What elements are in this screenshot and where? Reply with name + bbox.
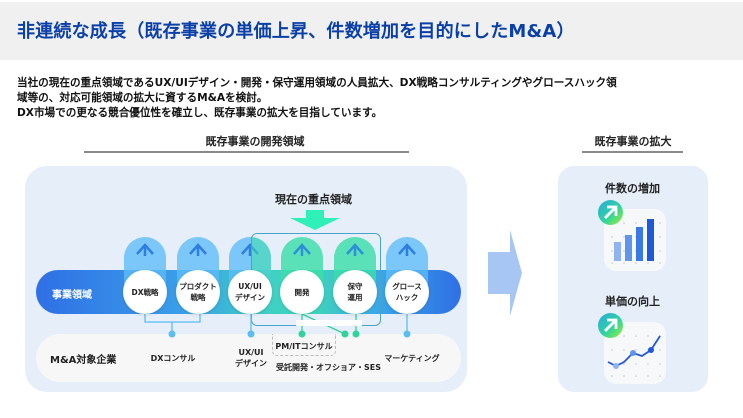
up-arrow-icon [293, 243, 311, 256]
connector-dot [341, 330, 349, 338]
pm-it-consul-box [272, 334, 336, 356]
bar [614, 242, 621, 261]
trend-up-badge [598, 313, 623, 338]
down-arrow-icon [290, 210, 340, 230]
domain-node-uxui-design: UX/UI デザイン [228, 270, 272, 314]
line-point [630, 350, 636, 356]
connector-dot [168, 330, 176, 338]
target-outsourcing: 受託開発・オフショア・SES [276, 363, 381, 372]
connector-dot [403, 330, 411, 338]
intro-line: 当社の現在の重点領域であるUX/UIデザイン・開発・保守運用領域の人員拡大、DX… [17, 77, 617, 89]
domain-node-development: 開発 [280, 270, 324, 314]
bar [647, 219, 654, 261]
domain-name: 運用 [347, 293, 363, 302]
domain-name: 戦略 [190, 293, 206, 302]
target-pm-it-consul: PM/ITコンサル [275, 342, 333, 351]
target-dx-consul: DXコンサル [150, 354, 196, 363]
right-section-rule [582, 151, 683, 153]
right-section-title: 既存事業の拡大 [594, 135, 672, 148]
up-arrow-icon [398, 243, 416, 256]
bar [625, 235, 632, 261]
domain-name: デザイン [235, 293, 265, 302]
domain-name: グロース [392, 282, 422, 291]
target-marketing: マーケティング [384, 354, 440, 363]
domain-node-growth-hack: グロースハック [385, 270, 429, 314]
target-line: デザイン [235, 359, 267, 368]
domain-name: 開発 [294, 287, 310, 297]
bar [636, 227, 643, 261]
intro-line: 域等の、対応可能領域の拡大に資するM&Aを検討。 [17, 92, 268, 104]
business-domain-label: 事業領域 [52, 290, 92, 301]
ma-target-row [36, 334, 461, 382]
left-section-title: 既存事業の開発領域 [205, 135, 305, 148]
domain-node-maintenance: 保守運用 [333, 270, 377, 314]
right-arrow-icon [488, 230, 522, 316]
up-arrow-icon [189, 243, 207, 256]
domain-name: UX/UI [238, 282, 262, 291]
target-uxui-design: UX/UI デザイン [229, 347, 273, 369]
left-section-rule [84, 151, 409, 153]
intro-line: DX市場での更なる競合優位性を確立し、既存事業の拡大を目指しています。 [17, 107, 383, 119]
focus-area-label: 現在の重点領域 [275, 193, 352, 206]
domain-name: 保守 [347, 282, 363, 291]
domain-name: プロダクト [179, 282, 217, 291]
arrow-up-right-icon [604, 205, 618, 219]
domain-name: ハック [395, 293, 419, 302]
intro-text: 当社の現在の重点領域であるUX/UIデザイン・開発・保守運用領域の人員拡大、DX… [17, 76, 737, 121]
ma-target-label: M&A対象企業 [50, 355, 117, 366]
metric-title-count: 件数の増加 [605, 182, 660, 195]
domain-node-product-strategy: プロダクト戦略 [176, 270, 220, 314]
up-arrow-icon [346, 243, 364, 256]
line-point [648, 347, 654, 353]
trend-up-badge [598, 200, 623, 225]
connector-dot [247, 330, 255, 338]
page-header: 非連続な成長（既存事業の単価上昇、件数増加を目的にしたM&A） [0, 2, 743, 60]
target-line: UX/UI [238, 348, 264, 357]
page-title: 非連続な成長（既存事業の単価上昇、件数増加を目的にしたM&A） [17, 21, 575, 42]
arrow-up-right-icon [604, 318, 618, 332]
metric-title-price: 単価の向上 [605, 295, 660, 308]
domain-name: DX戦略 [131, 287, 159, 297]
domain-node-dx-strategy: DX戦略 [123, 270, 167, 314]
connector-dot [352, 330, 360, 338]
connector-dot [298, 330, 306, 338]
line-point [613, 363, 619, 369]
up-arrow-icon [136, 243, 154, 256]
